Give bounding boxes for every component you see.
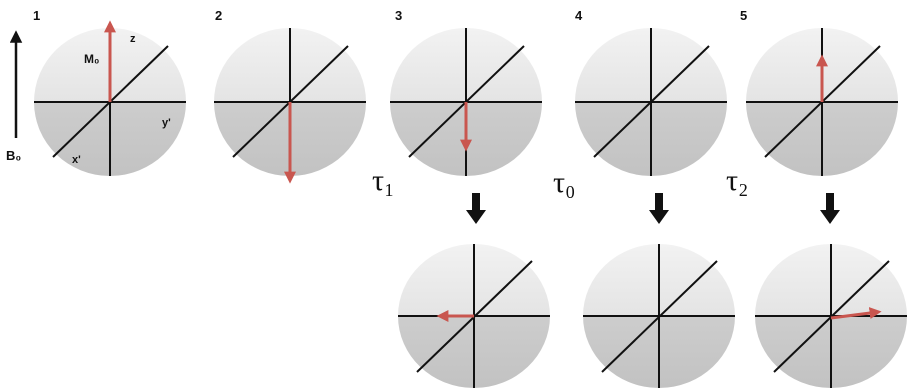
sphere-panel-3 bbox=[390, 28, 542, 176]
panel-number-1: 1 bbox=[33, 8, 40, 23]
y-axis-label: y' bbox=[162, 117, 171, 129]
down-arrow-2 bbox=[649, 193, 669, 224]
tau-2-label: τ₂ bbox=[726, 164, 749, 197]
sphere-panel-4 bbox=[575, 28, 727, 176]
panel-number-3: 3 bbox=[395, 8, 402, 23]
sphere-lower-1 bbox=[398, 244, 550, 388]
panel-number-4: 4 bbox=[575, 8, 583, 23]
panel-number-2: 2 bbox=[215, 8, 222, 23]
z-axis-label: z bbox=[130, 33, 136, 45]
sphere-panel-1 bbox=[34, 20, 186, 176]
sphere-lower-3 bbox=[755, 244, 907, 388]
x-axis-label: x' bbox=[72, 154, 81, 166]
panel-number-5: 5 bbox=[740, 8, 747, 23]
magnetization-vector-lower-3 bbox=[830, 307, 882, 320]
tau-1-label: τ₁ bbox=[372, 164, 395, 197]
down-arrow-3 bbox=[820, 193, 840, 224]
down-arrow-1 bbox=[466, 193, 486, 224]
m0-label: M₀ bbox=[84, 52, 99, 66]
sphere-panel-5 bbox=[746, 28, 898, 176]
sphere-lower-2 bbox=[583, 244, 735, 388]
tau-0-label: τ₀ bbox=[553, 166, 576, 199]
sphere-panel-2 bbox=[214, 28, 366, 184]
b0-label: B₀ bbox=[6, 148, 21, 163]
